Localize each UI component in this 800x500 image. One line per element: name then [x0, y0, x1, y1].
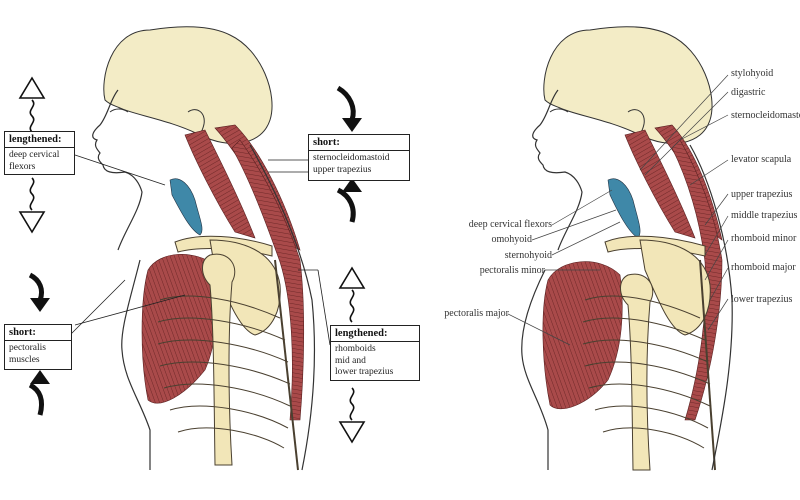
hyoid-cartilage-right	[608, 179, 640, 238]
box-line: sternocleidomastoid	[313, 153, 405, 165]
label-sternohyoid: sternohyoid	[505, 250, 552, 261]
stretch-arrow-down-icon-2	[340, 388, 364, 442]
box-heading: short:	[5, 325, 71, 341]
label-middle-trapezius: middle trapezius	[731, 210, 800, 221]
box-heading: lengthened:	[5, 132, 74, 148]
stretch-arrow-down-icon	[20, 178, 44, 232]
curved-arrow-up-icon-2	[30, 370, 50, 415]
box-line: rhomboids	[335, 344, 415, 356]
label-rhomboid-minor: rhomboid minor	[731, 233, 800, 244]
curved-arrow-down-icon-2	[30, 275, 50, 312]
label-stylohyoid: stylohyoid	[731, 68, 773, 79]
label-deep-cervical-flexors: deep cervical flexors	[469, 219, 552, 230]
box-heading: short:	[309, 135, 409, 151]
box-line: mid and	[335, 356, 415, 368]
lengthened-box-top: lengthened: deep cervical flexors	[4, 131, 75, 175]
box-line: muscles	[9, 355, 67, 367]
hair	[104, 27, 272, 144]
label-upper-trapezius: upper trapezius	[731, 189, 800, 200]
short-box-bottom: short: pectoralis muscles	[4, 324, 72, 370]
curved-arrow-up-icon	[338, 178, 362, 222]
stretch-arrow-up-icon-2	[340, 268, 364, 322]
short-box-top: short: sternocleidomastoid upper trapezi…	[308, 134, 410, 181]
pectoralis-major-right	[543, 262, 622, 409]
box-line: upper trapezius	[313, 165, 405, 177]
hair-right	[544, 27, 712, 144]
box-line: pectoralis	[9, 343, 67, 355]
box-line: deep cervical	[9, 150, 70, 162]
left-figure	[20, 27, 364, 470]
stretch-arrow-up-icon	[20, 78, 44, 132]
box-line: flexors	[9, 162, 70, 174]
label-rhomboid-major: rhomboid major	[731, 262, 800, 273]
label-digastric: digastric	[731, 87, 765, 98]
box-heading: lengthened:	[331, 326, 419, 342]
label-omohyoid: omohyoid	[491, 234, 532, 245]
label-pectoralis-minor: pectoralis minor	[480, 265, 545, 276]
lengthened-box-bottom: lengthened: rhomboids mid and lower trap…	[330, 325, 420, 381]
box-line: lower trapezius	[335, 367, 415, 379]
body-outline-right	[522, 270, 548, 470]
label-lower-trapezius: lower trapezius	[731, 294, 792, 305]
label-sternocleidomastoid: sternocleidomastoid	[731, 110, 800, 121]
right-figure	[508, 27, 732, 470]
label-levator-scapula: levator scapula	[731, 154, 791, 165]
curved-arrow-down-icon	[338, 88, 362, 132]
hyoid-cartilage	[170, 179, 202, 235]
face-outline	[93, 90, 142, 250]
label-pectoralis-major: pectoralis major	[444, 308, 509, 319]
humerus-right	[621, 274, 653, 470]
